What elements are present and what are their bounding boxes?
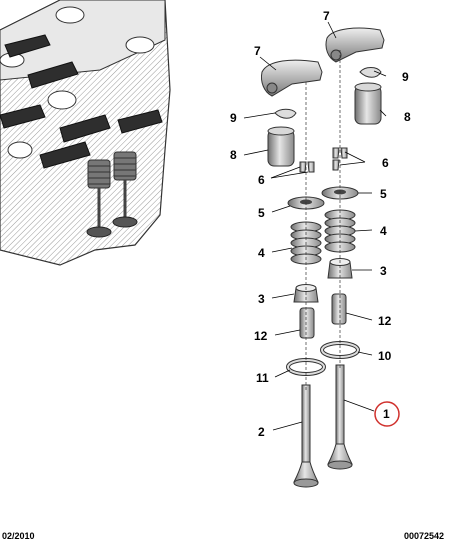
callout-3-left: 3 — [258, 292, 265, 306]
highlight-circle — [374, 401, 400, 427]
callout-12-left: 12 — [254, 329, 268, 343]
callout-1: 1 — [383, 407, 390, 421]
callout-6-left: 6 — [258, 173, 265, 187]
callout-6-right: 6 — [382, 156, 389, 170]
callout-9-left: 9 — [230, 111, 237, 125]
footer-date-code: 02/2010 — [2, 531, 35, 541]
callout-labels: 7 7 9 9 8 8 6 6 5 5 4 4 3 3 12 12 11 10 … — [230, 9, 411, 439]
cylinder-head-illustration — [0, 0, 171, 266]
callout-5-right: 5 — [380, 187, 387, 201]
callout-4-left: 4 — [258, 246, 265, 260]
right-valve-assembly — [320, 27, 385, 470]
callout-9-right: 9 — [402, 70, 409, 84]
left-valve-assembly — [261, 59, 326, 488]
callout-5-left: 5 — [258, 206, 265, 220]
callout-8-left: 8 — [230, 148, 237, 162]
callout-7-left: 7 — [254, 44, 261, 58]
alignment-axes — [305, 50, 341, 390]
leader-lines — [243, 21, 387, 431]
callout-10: 10 — [378, 349, 392, 363]
footer-reference: 00072542 — [403, 531, 444, 541]
callout-3-right: 3 — [380, 264, 387, 278]
callout-12-right: 12 — [378, 314, 392, 328]
callout-8-right: 8 — [404, 110, 411, 124]
callout-4-right: 4 — [380, 224, 387, 238]
callout-7-right: 7 — [323, 9, 330, 23]
callout-11: 11 — [256, 371, 269, 385]
callout-2: 2 — [258, 425, 265, 439]
